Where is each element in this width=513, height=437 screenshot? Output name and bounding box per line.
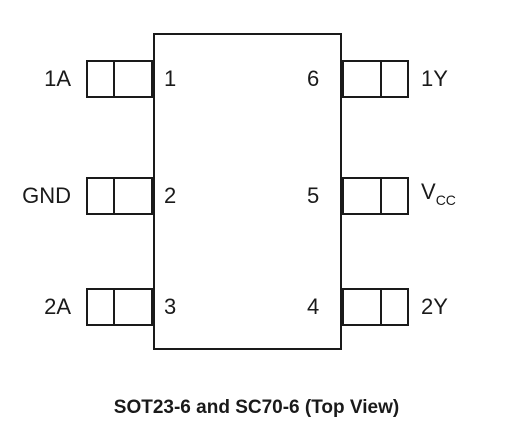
pin-4-label: 2Y xyxy=(421,294,448,319)
pin-6-pad xyxy=(342,60,409,98)
pin-1-label: 1A xyxy=(44,66,71,91)
pad-divider xyxy=(380,62,382,96)
pin-6-label: 1Y xyxy=(421,66,448,91)
pin-3-number: 3 xyxy=(164,294,177,319)
pad-divider xyxy=(113,179,115,213)
pin-5-label-main: V xyxy=(421,179,436,204)
pin-2-label: GND xyxy=(22,183,71,208)
pin-5-number: 5 xyxy=(307,183,320,208)
pin-5-pad xyxy=(342,177,409,215)
pin-1-number: 1 xyxy=(164,66,177,91)
pin-6-number: 6 xyxy=(307,66,320,91)
pad-divider xyxy=(380,179,382,213)
pin-5-label-subscript: CC xyxy=(435,192,456,208)
pin-2-pad xyxy=(86,177,153,215)
pin-3-pad xyxy=(86,288,153,326)
pad-divider xyxy=(113,290,115,324)
pin-5-label: VCC xyxy=(421,179,456,209)
package-caption: SOT23-6 and SC70-6 (Top View) xyxy=(113,397,400,418)
pad-divider xyxy=(113,62,115,96)
pin-4-number: 4 xyxy=(307,294,320,319)
pin-1-pad xyxy=(86,60,153,98)
ic-package-body xyxy=(153,33,342,350)
pad-divider xyxy=(380,290,382,324)
pin-2-number: 2 xyxy=(164,183,177,208)
pin-4-pad xyxy=(342,288,409,326)
pin-3-label: 2A xyxy=(44,294,71,319)
